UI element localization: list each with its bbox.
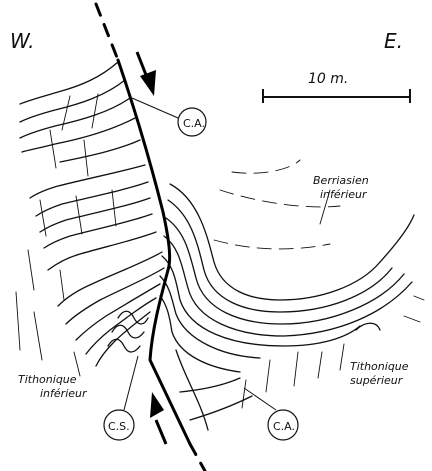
callout-cs-text: C.S.: [108, 420, 130, 433]
scale-bar-label: 10 m.: [308, 71, 348, 87]
scale-bar: 10 m.: [262, 71, 411, 103]
berriasien-label-line1: Berriasien: [313, 174, 369, 187]
tithonique-inferieur-line1: Tithonique: [18, 373, 77, 386]
callout-ca-top-text: C.A.: [183, 117, 205, 130]
callout-ca-bottom-text: C.A.: [273, 420, 295, 433]
tithonique-inferieur-line2: inférieur: [40, 387, 88, 400]
callout-cs: C.S.: [103, 355, 139, 441]
west-block-strata: [15, 61, 165, 377]
callout-ca-top: C.A.: [131, 97, 207, 137]
callout-ca-bottom: C.A.: [243, 387, 299, 441]
movement-arrow-up-icon: [150, 392, 168, 445]
east-label: E.: [384, 29, 403, 53]
west-label: W.: [10, 29, 35, 53]
berriasien-label-line2: inférieur: [320, 188, 368, 201]
east-block-strata: [159, 159, 425, 431]
tithonique-superieur-line2: supérieur: [350, 374, 404, 387]
movement-arrow-down-icon: [135, 51, 156, 96]
main-fault: [94, 2, 207, 471]
tithonique-superieur-line1: Tithonique: [350, 360, 409, 373]
